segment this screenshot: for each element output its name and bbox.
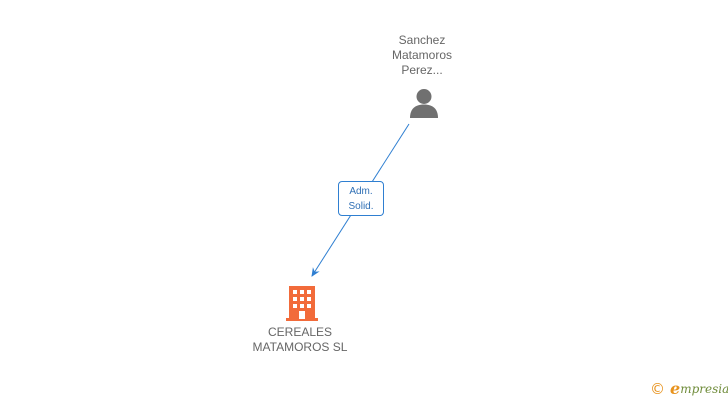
- person-name-line-1: Sanchez: [398, 33, 446, 47]
- brand-initial: e: [670, 379, 681, 398]
- person-name-line-2: Matamoros: [391, 48, 453, 62]
- company-node-label[interactable]: CEREALES MATAMOROS SL: [220, 325, 380, 355]
- company-name-line-1: CEREALES: [267, 325, 333, 339]
- person-icon[interactable]: [408, 88, 440, 118]
- person-node-label[interactable]: Sanchez Matamoros Perez...: [360, 33, 484, 78]
- brand-name: mpresia: [680, 382, 728, 396]
- relation-label[interactable]: Adm. Solid.: [338, 181, 384, 216]
- company-name-line-2: MATAMOROS SL: [252, 340, 348, 354]
- empresia-logo: © e mpresia: [650, 379, 728, 399]
- copyright-icon: ©: [650, 380, 665, 398]
- relation-label-line-1: Adm.: [349, 186, 373, 197]
- relation-label-line-2: Solid.: [348, 201, 374, 212]
- person-name-line-3: Perez...: [401, 63, 443, 77]
- building-icon[interactable]: [285, 284, 319, 322]
